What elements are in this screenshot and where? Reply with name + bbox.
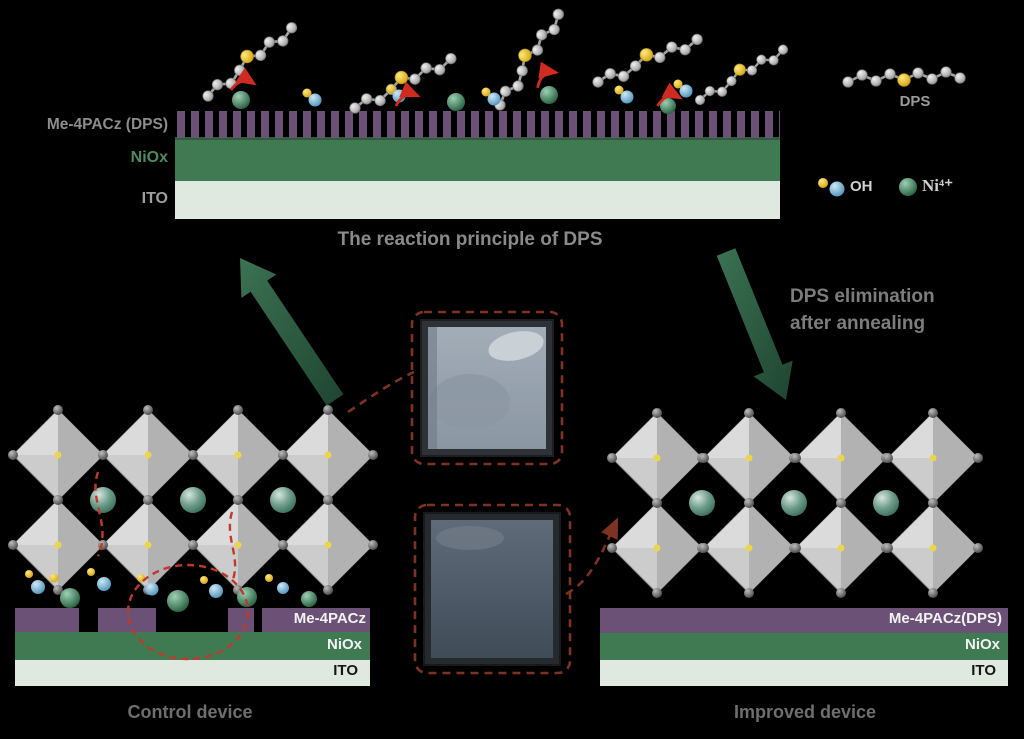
dps-note-line1: DPS elimination	[790, 286, 935, 307]
sam-layer-broken	[15, 608, 370, 632]
interface-defect-ions	[25, 568, 317, 612]
dps-note-line2: after annealing	[790, 313, 926, 334]
ni-ion	[232, 91, 250, 109]
oh-blue-dot	[829, 181, 845, 197]
ni-ion	[447, 93, 465, 111]
polymer-chain	[187, 19, 312, 105]
dashed-connector	[565, 517, 619, 596]
film-photo-control	[410, 310, 564, 466]
sam-layer-complete	[600, 608, 1008, 633]
niox-layer	[15, 632, 370, 660]
control-device-caption: Control device	[127, 702, 253, 722]
film-photo-improved	[413, 503, 572, 675]
ni-ion	[540, 86, 558, 104]
dps-polymer-chains	[187, 5, 967, 116]
control-sam-label: Me-4PACz	[293, 610, 366, 627]
niox-layer	[175, 137, 780, 181]
improved-device-caption: Improved device	[733, 702, 877, 722]
oh-yellow-dot	[87, 568, 95, 576]
improved-device	[600, 407, 1008, 686]
legend	[818, 178, 917, 197]
surface-ions	[232, 79, 693, 114]
improved-ito-label: ITO	[971, 662, 996, 679]
ni-ion	[301, 591, 317, 607]
top-stack-niox-label: NiOx	[130, 149, 168, 166]
oh-yellow-dot	[200, 576, 208, 584]
control-device	[7, 404, 379, 686]
reaction-arrows	[229, 61, 683, 107]
oh-ion	[481, 87, 501, 106]
ito-layer	[600, 660, 1008, 686]
reaction-arrow-icon	[536, 61, 559, 89]
polymer-chain	[587, 32, 708, 90]
perovskite-lattice	[7, 404, 379, 596]
improved-sam-label: Me-4PACz(DPS)	[888, 610, 1002, 627]
legend-ni-label: Ni⁴⁺	[922, 176, 954, 195]
oh-blue-dot	[31, 580, 45, 594]
oh-blue-dot	[277, 582, 289, 594]
oh-blue-dot	[209, 584, 223, 598]
dps-molecule-label: DPS	[899, 93, 931, 110]
reaction-arrow-icon	[394, 81, 421, 107]
up-arrow	[240, 258, 344, 406]
legend-oh-label: OH	[850, 178, 873, 195]
dps-molecule	[841, 65, 967, 89]
a-site-cation	[270, 487, 296, 513]
a-site-cation	[90, 487, 116, 513]
reaction-arrow-icon	[656, 82, 683, 107]
oh-ion	[302, 88, 322, 107]
control-ito-label: ITO	[333, 662, 358, 679]
ni-ion	[660, 98, 676, 114]
ni-green-dot	[899, 178, 917, 196]
top-film-stack	[175, 111, 780, 219]
down-arrow	[716, 248, 793, 400]
polymer-chain	[342, 51, 464, 116]
a-site-cation	[781, 490, 807, 516]
improved-niox-label: NiOx	[964, 636, 1000, 653]
ni-ion	[60, 588, 80, 608]
ion-migration-path	[94, 471, 104, 557]
oh-yellow-dot	[49, 573, 59, 583]
reaction-arrow-icon	[229, 67, 257, 91]
dashed-connector	[347, 370, 415, 414]
oh-yellow-dot	[25, 570, 33, 578]
a-site-cation	[873, 490, 899, 516]
a-site-cation	[689, 490, 715, 516]
oh-yellow-dot	[265, 574, 273, 582]
oh-ion	[673, 79, 693, 98]
a-site-cation	[180, 487, 206, 513]
ito-layer	[175, 181, 780, 219]
ito-layer	[15, 660, 370, 686]
ni-ion	[167, 590, 189, 612]
polymer-chain	[686, 42, 797, 107]
oh-blue-dot	[145, 582, 159, 596]
sam-comb-layer	[175, 111, 780, 138]
oh-yellow-dot	[818, 178, 828, 188]
oh-blue-dot	[97, 577, 111, 591]
niox-layer	[600, 633, 1008, 660]
control-niox-label: NiOx	[326, 636, 362, 653]
ion-migration-path	[228, 511, 237, 583]
defect-highlight-circle	[126, 563, 250, 661]
process-arrows	[240, 248, 793, 406]
perovskite-lattice	[606, 407, 984, 599]
oh-ion	[614, 85, 634, 104]
reaction-caption: The reaction principle of DPS	[337, 229, 603, 250]
top-stack-sam-label: Me-4PACz (DPS)	[46, 116, 168, 133]
top-stack-ito-label: ITO	[141, 190, 168, 207]
